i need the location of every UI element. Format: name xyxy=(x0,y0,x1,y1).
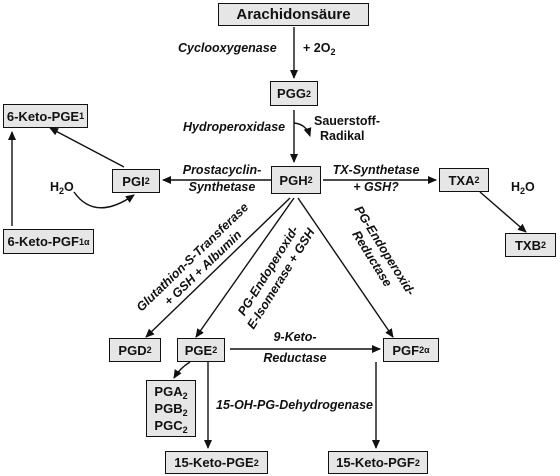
node-arachidonsaeure-label: Arachidonsäure xyxy=(236,6,351,23)
node-15-keto-pgf2-label: 15-Keto-PGF xyxy=(336,455,415,470)
node-pgg2-label: PGG xyxy=(277,86,306,101)
arrow-pge2-to-pga2 xyxy=(173,361,191,379)
node-pgb2: PGB2 xyxy=(154,400,188,418)
node-pga2-label: PGA xyxy=(154,384,183,399)
node-pgc2-label: PGC xyxy=(154,418,183,433)
label-h2o-left: H2O xyxy=(50,180,74,196)
node-pgb2-sub: 2 xyxy=(182,408,188,418)
label-hydroperoxidase: Hydroperoxidase xyxy=(183,120,286,134)
label-prostacyclin-synthetase: Prostacyclin- Synthetase xyxy=(176,163,268,195)
node-arachidonsaeure: Arachidonsäure xyxy=(218,3,369,26)
node-15-keto-pge2-label: 15-Keto-PGE xyxy=(174,455,254,470)
node-pga-pgb-pgc-stack: PGA2 PGB2 PGC2 xyxy=(146,380,196,437)
label-plus-2o2-text: + 2O xyxy=(303,41,331,55)
node-6-keto-pgf1a-label: 6-Keto-PGF xyxy=(7,234,79,249)
node-pgd2-label: PGD xyxy=(118,342,147,358)
label-prostacyclin-line1: Prostacyclin- xyxy=(182,163,262,177)
node-6-keto-pge1-label: 6-Keto-PGE xyxy=(6,108,80,124)
label-tx-synthetase-line1: TX-Synthetase xyxy=(332,163,420,177)
label-9-keto-line1: 9-Keto- xyxy=(273,330,317,344)
arrow-pgi2-hydrolysis xyxy=(73,191,135,209)
label-9-keto-line2: Reductase xyxy=(263,351,327,365)
node-pgb2-label: PGB xyxy=(154,401,183,416)
label-synthetase-line2: Synthetase xyxy=(188,180,256,194)
label-h2o-right-h: H xyxy=(511,180,521,194)
node-pgi2-label: PGI xyxy=(122,173,145,189)
node-pga2: PGA2 xyxy=(154,383,188,401)
node-pgc2-sub: 2 xyxy=(182,425,188,435)
arrow-txa2-hydrolysis xyxy=(479,191,527,233)
label-cyclooxygenase: Cyclooxygenase xyxy=(178,41,277,55)
arrow-pgh2-to-pgd2 xyxy=(145,197,291,338)
arrow-pgh2-to-pgf2a xyxy=(297,197,394,338)
label-plus-2o2-sub: 2 xyxy=(330,47,336,57)
label-h2o-left-h: H xyxy=(50,180,60,194)
node-txa2-label: TXA xyxy=(448,172,475,188)
label-tx-synthetase: TX-Synthetase + GSH? xyxy=(330,163,422,195)
node-pgh2-label: PGH xyxy=(279,172,308,188)
label-gsh-line2: + GSH? xyxy=(353,180,399,194)
label-9-keto-reductase: 9-Keto- Reductase xyxy=(255,330,335,366)
label-h2o-left-sub: 2 xyxy=(59,186,65,196)
label-radikal-line2: Radikal xyxy=(320,129,365,143)
label-h2o-right-sub: 2 xyxy=(520,186,526,196)
label-sauerstoff-radikal: Sauerstoff- Radikal xyxy=(314,114,380,144)
label-h2o-left-o: O xyxy=(64,180,74,194)
arrow-sauerstoff-radikal xyxy=(293,122,312,137)
label-sauerstoff-line1: Sauerstoff- xyxy=(314,114,380,128)
node-pgf2a-label: PGF xyxy=(392,342,420,358)
label-15-oh-pg-dehydrogenase: 15-OH-PG-Dehydrogenase xyxy=(216,398,373,412)
label-plus-2o2: + 2O2 xyxy=(303,41,336,57)
node-txb2-label: TXB xyxy=(514,237,541,253)
label-h2o-right-o: O xyxy=(525,180,535,194)
label-h2o-right: H2O xyxy=(511,180,535,196)
arrow-pgi2-to-keto-pge1 xyxy=(49,127,125,168)
node-pge2-label: PGE xyxy=(184,342,213,358)
node-pga2-sub: 2 xyxy=(182,391,188,401)
arrow-pgh2-to-pge2 xyxy=(195,197,295,338)
node-pgc2: PGC2 xyxy=(154,417,188,435)
